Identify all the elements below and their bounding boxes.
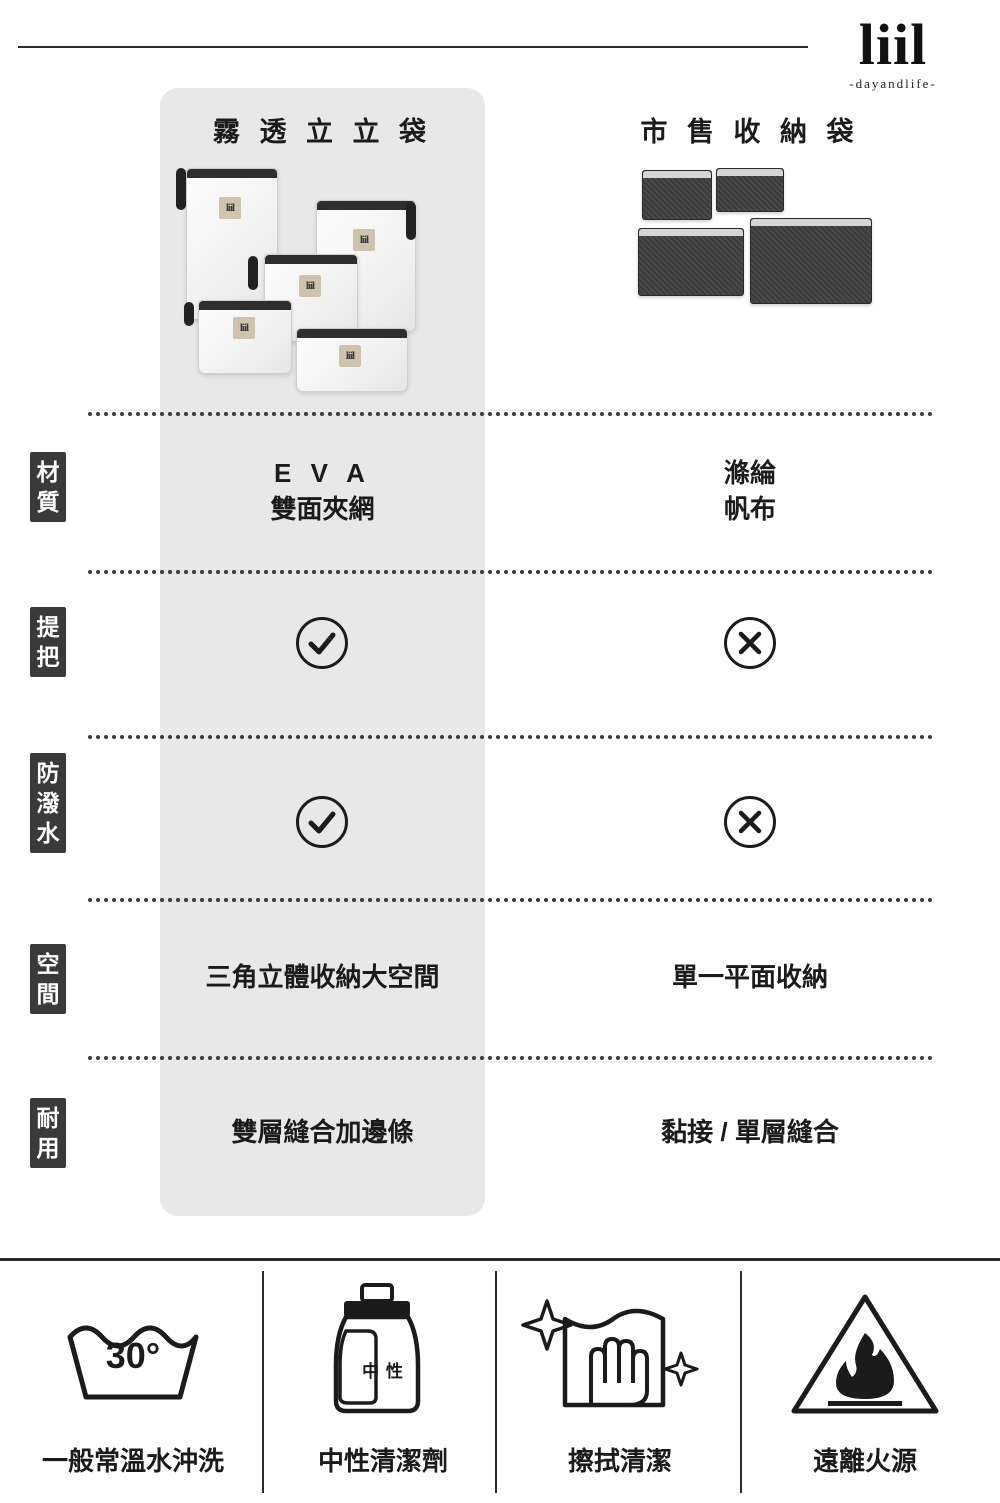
row-label-water-repellent: 防 潑 水 (30, 753, 66, 853)
zipper-pull-icon (248, 256, 258, 290)
care-label-wipe: 擦拭清潔 (567, 1446, 672, 1476)
row-separator (88, 735, 933, 739)
cross-icon-water-market (724, 796, 776, 848)
row-separator (88, 412, 933, 416)
product-photo-market (620, 150, 890, 310)
cell-material-ours-line1: E V A (274, 458, 371, 488)
care-label-wash: 一般常溫水沖洗 (41, 1446, 224, 1476)
bag-market-medium (638, 228, 744, 296)
cell-material-ours: E V A 雙面夾網 (160, 455, 485, 527)
care-instructions: 30° 一般常溫水沖洗 中 性 中性清潔劑 (0, 1258, 1000, 1503)
cross-icon-handle-market (724, 617, 776, 669)
row-separator (88, 898, 933, 902)
care-item-wash: 30° 一般常溫水沖洗 (8, 1261, 258, 1503)
bag-logo-tag: liil (219, 197, 241, 219)
bag-logo-tag: liil (353, 229, 375, 251)
row-label-char: 用 (36, 1135, 60, 1161)
bag-ours-front: liil (296, 328, 408, 392)
cell-durability-ours: 雙層縫合加邊條 (231, 1117, 414, 1147)
brand-logo: liil -dayandlife- (808, 16, 978, 92)
header-rule (18, 46, 808, 48)
row-label-char: 間 (36, 981, 60, 1007)
bag-logo-tag: liil (233, 317, 255, 339)
zipper-pull-icon (184, 302, 194, 326)
check-icon-handle-ours (296, 617, 348, 669)
brand-logo-subtitle: -dayandlife- (849, 76, 937, 91)
wash-basin-icon (8, 1279, 258, 1419)
column-header-market: 市 售 收 納 袋 (640, 117, 860, 147)
row-label-char: 水 (36, 820, 60, 846)
row-label-char: 空 (36, 951, 60, 977)
zipper-pull-icon (176, 168, 186, 210)
detergent-bottle-text: 中 性 (362, 1362, 404, 1381)
row-separator (88, 570, 933, 574)
row-label-char: 潑 (36, 790, 60, 816)
bag-logo-tag: liil (299, 275, 321, 297)
cell-material-market: 滌綸 帆布 (580, 455, 920, 527)
product-photo-ours: liil liil liil liil liil (168, 150, 478, 400)
bag-market-large (750, 218, 872, 304)
row-label-space: 空 間 (30, 944, 66, 1014)
check-icon-water-ours (296, 796, 348, 848)
care-label-fire: 遠離火源 (812, 1446, 917, 1476)
cell-material-ours-line2: 雙面夾網 (270, 494, 375, 524)
row-label-char: 把 (36, 644, 60, 670)
row-label-char: 防 (36, 760, 60, 786)
row-label-material: 材 質 (30, 452, 66, 522)
care-label-detergent: 中性清潔劑 (317, 1446, 448, 1476)
care-item-wipe: 擦拭清潔 (495, 1261, 745, 1503)
detergent-bottle-icon (258, 1279, 508, 1419)
bag-market-small-1 (642, 170, 712, 220)
wash-temperature: 30° (105, 1335, 161, 1376)
care-divider (495, 1271, 497, 1493)
care-divider (262, 1271, 264, 1493)
wipe-cloth-icon (495, 1279, 745, 1419)
bag-ours-large: liil (186, 168, 278, 320)
row-label-char: 材 (36, 459, 60, 485)
cell-space-ours: 三角立體收納大空間 (205, 962, 440, 992)
row-label-durability: 耐 用 (30, 1098, 66, 1168)
column-header-ours: 霧 透 立 立 袋 (212, 117, 432, 147)
row-separator (88, 1056, 933, 1060)
cell-material-market-line2: 帆布 (723, 494, 776, 524)
no-fire-icon (740, 1279, 990, 1419)
bag-market-small-2 (716, 168, 784, 212)
cell-space-market: 單一平面收納 (671, 962, 828, 992)
row-label-handle: 提 把 (30, 607, 66, 677)
row-label-char: 質 (36, 489, 60, 515)
care-divider (740, 1271, 742, 1493)
brand-logo-mark: liil (858, 12, 928, 77)
row-label-char: 耐 (36, 1105, 60, 1131)
zipper-pull-icon (406, 202, 416, 240)
cell-durability-market: 黏接 / 單層縫合 (661, 1117, 839, 1147)
row-label-char: 提 (36, 614, 60, 640)
bag-ours-mini: liil (198, 300, 292, 374)
cell-material-market-line1: 滌綸 (723, 458, 776, 488)
care-item-fire: 遠離火源 (740, 1261, 990, 1503)
care-item-detergent: 中 性 中性清潔劑 (258, 1261, 508, 1503)
bag-logo-tag: liil (339, 345, 361, 367)
